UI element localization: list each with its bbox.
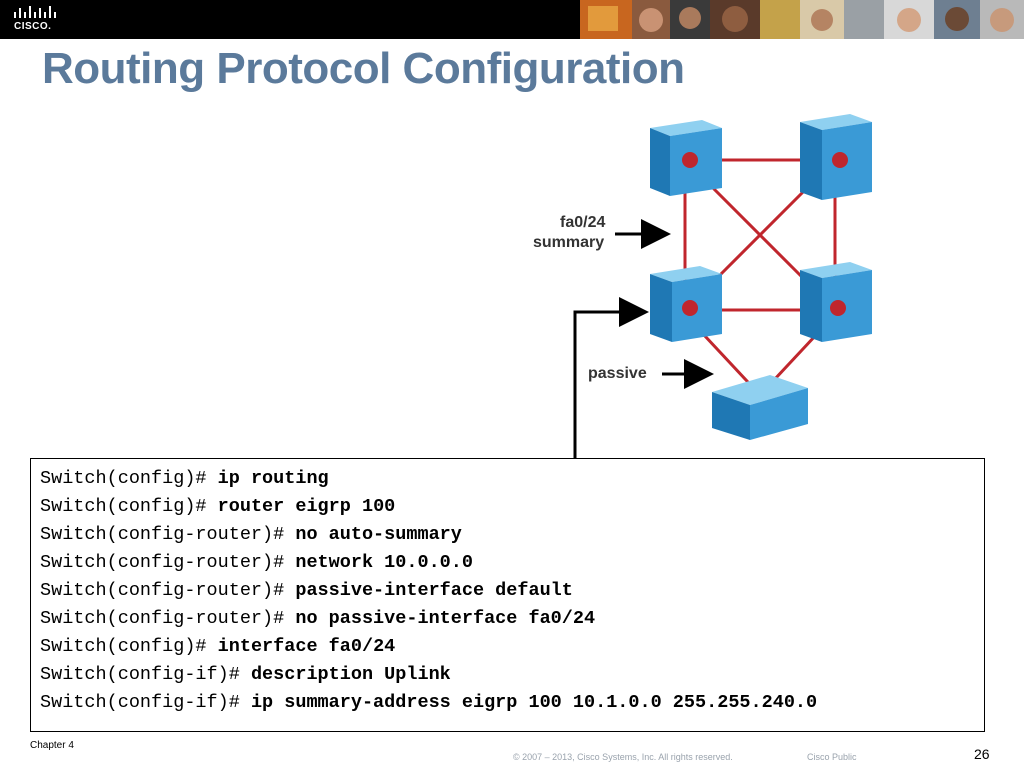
cisco-logo-icon bbox=[14, 6, 56, 18]
cli-command: router eigrp 100 bbox=[217, 496, 396, 517]
config-line: Switch(config-if)# description Uplink bbox=[40, 661, 984, 689]
config-line: Switch(config-router)# passive-interface… bbox=[40, 577, 984, 605]
cli-prompt: Switch(config)# bbox=[40, 636, 218, 657]
config-line: Switch(config-router)# network 10.0.0.0 bbox=[40, 549, 984, 577]
config-line: Switch(config)# interface fa0/24 bbox=[40, 633, 984, 661]
cli-prompt: Switch(config)# bbox=[40, 496, 218, 517]
access-switch-icon bbox=[712, 375, 808, 440]
classification-label: Cisco Public bbox=[807, 752, 857, 762]
config-code-box: Switch(config)# ip routing Switch(config… bbox=[30, 458, 985, 732]
cli-command: no auto-summary bbox=[295, 524, 462, 545]
config-line: Switch(config)# ip routing bbox=[40, 465, 984, 493]
config-line: Switch(config-router)# no auto-summary bbox=[40, 521, 984, 549]
network-topology-diagram: fa0/24 summary passive bbox=[533, 114, 872, 460]
cisco-logo-text: CISCO. bbox=[14, 21, 52, 32]
fa0-24-label: fa0/24 bbox=[560, 214, 605, 231]
cli-prompt: Switch(config-router)# bbox=[40, 524, 296, 545]
config-line: Switch(config-router)# no passive-interf… bbox=[40, 605, 984, 633]
multilayer-switch-bottom-right-icon bbox=[800, 262, 872, 342]
copyright-text: © 2007 – 2013, Cisco Systems, Inc. All r… bbox=[513, 752, 733, 762]
cli-prompt: Switch(config-if)# bbox=[40, 692, 251, 713]
cli-command: no passive-interface fa0/24 bbox=[295, 608, 596, 629]
passive-label: passive bbox=[588, 365, 647, 382]
people-photo-strip bbox=[580, 0, 1024, 39]
top-banner: CISCO. bbox=[0, 0, 1024, 39]
page-number: 26 bbox=[974, 746, 990, 762]
multilayer-switch-top-right-icon bbox=[800, 114, 872, 200]
cli-prompt: Switch(config-router)# bbox=[40, 580, 296, 601]
cli-prompt: Switch(config-router)# bbox=[40, 608, 296, 629]
config-pointer-arrow bbox=[573, 297, 649, 460]
cli-command: network 10.0.0.0 bbox=[295, 552, 473, 573]
cli-command: ip summary-address eigrp 100 10.1.0.0 25… bbox=[250, 692, 818, 713]
cli-command: description Uplink bbox=[250, 664, 451, 685]
cli-prompt: Switch(config)# bbox=[40, 468, 218, 489]
summary-label: summary bbox=[533, 234, 604, 251]
cli-prompt: Switch(config-router)# bbox=[40, 552, 296, 573]
cli-command: interface fa0/24 bbox=[217, 636, 396, 657]
cli-prompt: Switch(config-if)# bbox=[40, 664, 251, 685]
multilayer-switch-bottom-left-icon bbox=[650, 266, 722, 342]
config-line: Switch(config)# router eigrp 100 bbox=[40, 493, 984, 521]
page-title: Routing Protocol Configuration bbox=[42, 44, 685, 93]
config-line: Switch(config-if)# ip summary-address ei… bbox=[40, 689, 984, 717]
chapter-label: Chapter 4 bbox=[30, 740, 74, 751]
cli-command: ip routing bbox=[217, 468, 329, 489]
cli-command: passive-interface default bbox=[295, 580, 573, 601]
multilayer-switch-top-left-icon bbox=[650, 120, 722, 196]
